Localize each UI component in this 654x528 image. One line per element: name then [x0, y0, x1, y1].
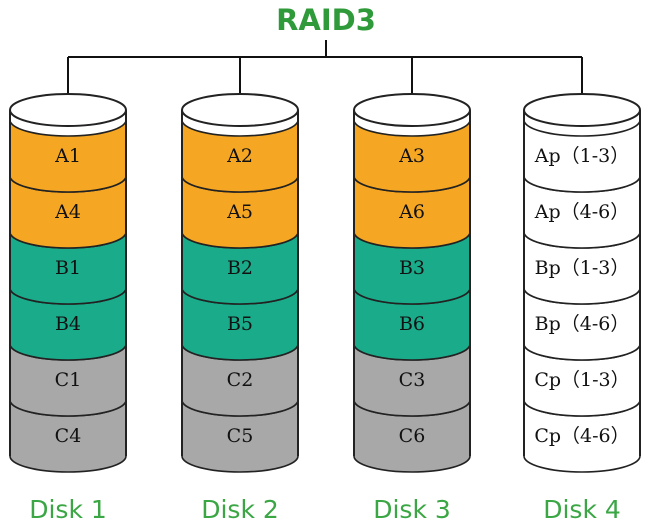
block-label: Bp（1-3） [535, 257, 630, 279]
block-label: Bp（4-6） [535, 313, 630, 335]
cylinder-top [523, 93, 641, 127]
block-label: C3 [399, 369, 426, 391]
disk-label: Disk 4 [543, 495, 621, 524]
cylinder-top [181, 93, 299, 127]
block-label: C5 [227, 425, 254, 447]
disk-label: Disk 3 [373, 495, 451, 524]
disk-label: Disk 2 [201, 495, 279, 524]
block-label: B4 [55, 313, 81, 335]
block-label: B3 [399, 257, 425, 279]
disk-4: Ap（1-3） Ap（4-6） Bp（1-3） Bp（4-6） Cp（1-3） Cp（4-… [523, 93, 641, 524]
block-label: A2 [226, 145, 253, 167]
block-label: Ap（1-3） [534, 145, 629, 167]
block-label: C2 [227, 369, 254, 391]
block-label: Cp（1-3） [534, 369, 629, 391]
block-label: A3 [398, 145, 425, 167]
block-label: A6 [398, 201, 425, 223]
block-label: C1 [55, 369, 82, 391]
block-label: B6 [399, 313, 425, 335]
block-label: A1 [54, 145, 81, 167]
cylinder-top [353, 93, 471, 127]
block-label: C6 [399, 425, 426, 447]
cylinder-top [9, 93, 127, 127]
block-label: A4 [54, 201, 81, 223]
block-label: B5 [227, 313, 253, 335]
block-label: C4 [55, 425, 82, 447]
block-label: A5 [226, 201, 253, 223]
block-label: B2 [227, 257, 253, 279]
disk-label: Disk 1 [29, 495, 107, 524]
block-label: Cp（4-6） [534, 425, 629, 447]
block-label: Ap（4-6） [534, 201, 629, 223]
block-label: B1 [55, 257, 81, 279]
connector-lines [67, 40, 583, 98]
diagram-title: RAID3 [276, 3, 376, 37]
